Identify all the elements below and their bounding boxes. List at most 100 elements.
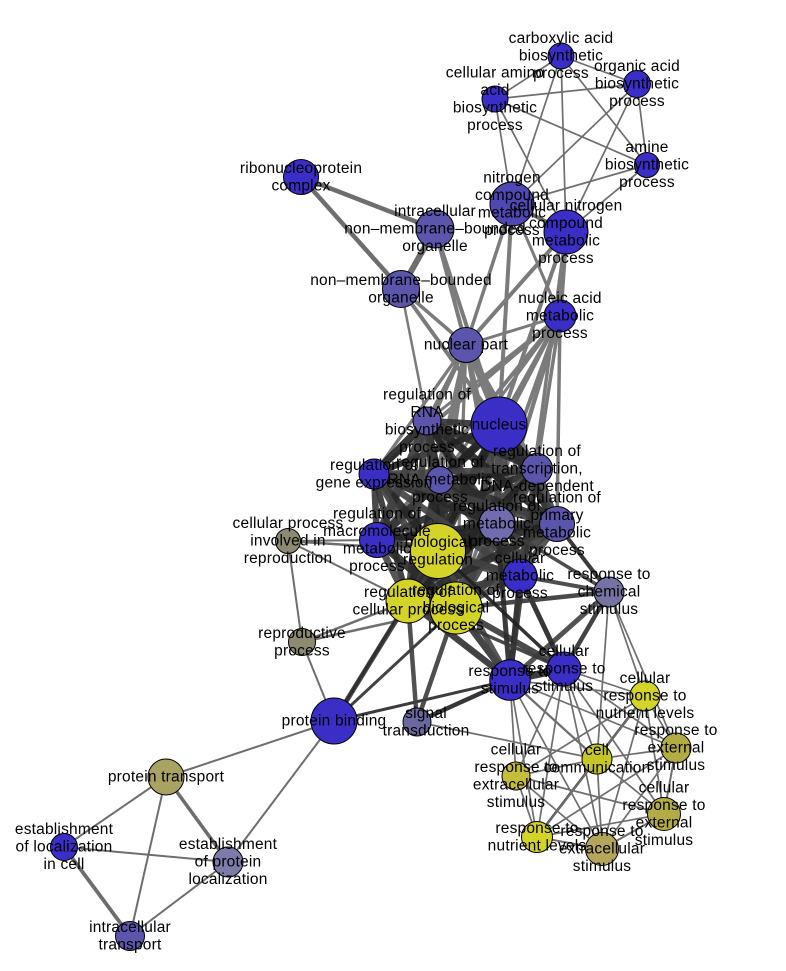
svg-text:compound: compound xyxy=(529,215,603,232)
svg-text:intracellular: intracellular xyxy=(89,919,171,936)
svg-text:process: process xyxy=(609,93,665,110)
svg-text:nucleus: nucleus xyxy=(472,417,527,434)
svg-text:cellular process: cellular process xyxy=(233,515,344,532)
svg-text:complex: complex xyxy=(271,177,330,194)
svg-text:organic acid: organic acid xyxy=(594,58,680,75)
svg-text:communication: communication xyxy=(544,759,651,776)
svg-text:involved in: involved in xyxy=(250,533,325,550)
svg-text:stimulus: stimulus xyxy=(635,832,693,849)
svg-text:transduction: transduction xyxy=(383,722,470,739)
svg-text:cellular: cellular xyxy=(620,670,671,687)
svg-text:in cell: in cell xyxy=(43,856,84,873)
svg-text:regulation of: regulation of xyxy=(453,498,541,515)
svg-text:biosynthetic: biosynthetic xyxy=(385,421,469,438)
svg-text:metabolic: metabolic xyxy=(486,568,554,585)
svg-text:metabolic: metabolic xyxy=(463,516,531,533)
svg-text:biosynthetic: biosynthetic xyxy=(519,48,603,65)
svg-text:intracellular: intracellular xyxy=(394,203,476,220)
svg-text:response to: response to xyxy=(474,759,557,776)
svg-text:amine: amine xyxy=(625,139,668,156)
svg-text:response to: response to xyxy=(560,823,643,840)
svg-text:of localization: of localization xyxy=(16,839,113,856)
svg-text:stimulus: stimulus xyxy=(535,678,593,695)
svg-text:localization: localization xyxy=(188,871,267,888)
svg-text:protein transport: protein transport xyxy=(108,769,225,786)
svg-text:macromolecule: macromolecule xyxy=(323,523,431,540)
svg-text:cell: cell xyxy=(585,742,609,759)
svg-text:metabolic: metabolic xyxy=(532,232,600,249)
svg-text:process: process xyxy=(619,174,675,191)
svg-text:response to: response to xyxy=(468,663,551,680)
svg-text:carboxylic acid: carboxylic acid xyxy=(509,30,614,47)
svg-text:response to: response to xyxy=(567,566,650,583)
svg-text:cellular: cellular xyxy=(491,741,542,758)
svg-text:acid: acid xyxy=(480,82,509,99)
svg-text:non–membrane–bounded: non–membrane–bounded xyxy=(310,272,492,289)
svg-text:reproduction: reproduction xyxy=(244,550,333,567)
svg-text:stimulus: stimulus xyxy=(487,794,545,811)
svg-text:stimulus: stimulus xyxy=(580,601,638,618)
svg-text:stimulus: stimulus xyxy=(573,858,631,875)
svg-text:biological: biological xyxy=(405,534,472,551)
svg-text:process: process xyxy=(538,250,594,267)
svg-text:response to: response to xyxy=(622,797,705,814)
svg-text:extracellular: extracellular xyxy=(559,841,645,858)
svg-text:biosynthetic: biosynthetic xyxy=(453,99,537,116)
svg-text:cellular process: cellular process xyxy=(353,601,464,618)
svg-text:regulation of: regulation of xyxy=(364,584,452,601)
svg-text:organelle: organelle xyxy=(402,238,468,255)
svg-text:nutrient levels: nutrient levels xyxy=(488,837,587,854)
svg-text:regulation of: regulation of xyxy=(383,386,471,403)
svg-text:transcription,: transcription, xyxy=(491,461,583,478)
svg-text:process: process xyxy=(529,542,585,559)
svg-text:cellular nitrogen: cellular nitrogen xyxy=(510,197,623,214)
svg-text:regulation of: regulation of xyxy=(396,454,484,471)
svg-text:cellular: cellular xyxy=(495,550,546,567)
svg-text:organelle: organelle xyxy=(368,289,434,306)
svg-text:process: process xyxy=(484,222,540,239)
svg-text:metabolic: metabolic xyxy=(343,540,411,557)
svg-text:RNA metabolic: RNA metabolic xyxy=(387,472,492,489)
svg-text:nitrogen: nitrogen xyxy=(483,169,541,186)
svg-text:process: process xyxy=(412,489,468,506)
svg-text:biological: biological xyxy=(423,600,490,617)
svg-text:regulation: regulation xyxy=(403,551,473,568)
svg-text:regulation of: regulation of xyxy=(513,489,601,506)
svg-text:cellular: cellular xyxy=(639,779,690,796)
svg-text:establishment: establishment xyxy=(179,836,278,853)
svg-text:cellular amino: cellular amino xyxy=(446,64,544,81)
svg-text:establishment: establishment xyxy=(15,821,114,838)
svg-text:response to: response to xyxy=(634,722,717,739)
svg-text:transport: transport xyxy=(99,936,162,953)
svg-text:nucleic acid: nucleic acid xyxy=(518,290,601,307)
svg-text:extracellular: extracellular xyxy=(473,776,559,793)
svg-text:chemical: chemical xyxy=(578,584,641,601)
svg-text:stimulus: stimulus xyxy=(481,680,539,697)
svg-text:process: process xyxy=(349,558,405,575)
svg-text:process: process xyxy=(428,617,484,634)
svg-text:external: external xyxy=(636,814,693,831)
svg-text:biosynthetic: biosynthetic xyxy=(605,157,689,174)
svg-text:biosynthetic: biosynthetic xyxy=(595,76,679,93)
svg-text:process: process xyxy=(274,642,330,659)
svg-text:RNA: RNA xyxy=(410,404,444,421)
svg-text:regulation of: regulation of xyxy=(330,457,418,474)
svg-text:response to: response to xyxy=(603,688,686,705)
svg-text:protein binding: protein binding xyxy=(282,713,387,730)
svg-text:process: process xyxy=(492,585,548,602)
svg-text:compound: compound xyxy=(475,187,549,204)
svg-text:non–membrane–bounded: non–membrane–bounded xyxy=(344,221,526,238)
svg-text:process: process xyxy=(532,325,588,342)
svg-text:reproductive: reproductive xyxy=(258,625,346,642)
svg-text:process: process xyxy=(533,65,589,82)
svg-text:stimulus: stimulus xyxy=(647,757,705,774)
svg-text:cellular: cellular xyxy=(539,643,590,660)
svg-text:regulation of: regulation of xyxy=(333,505,421,522)
svg-text:external: external xyxy=(648,740,705,757)
svg-text:nutrient levels: nutrient levels xyxy=(596,705,695,722)
svg-text:nuclear part: nuclear part xyxy=(424,337,509,354)
svg-text:of protein: of protein xyxy=(195,854,262,871)
svg-text:ribonucleoprotein: ribonucleoprotein xyxy=(240,160,362,177)
svg-text:DNA-dependent: DNA-dependent xyxy=(480,478,594,495)
svg-text:gene expression: gene expression xyxy=(316,474,433,491)
